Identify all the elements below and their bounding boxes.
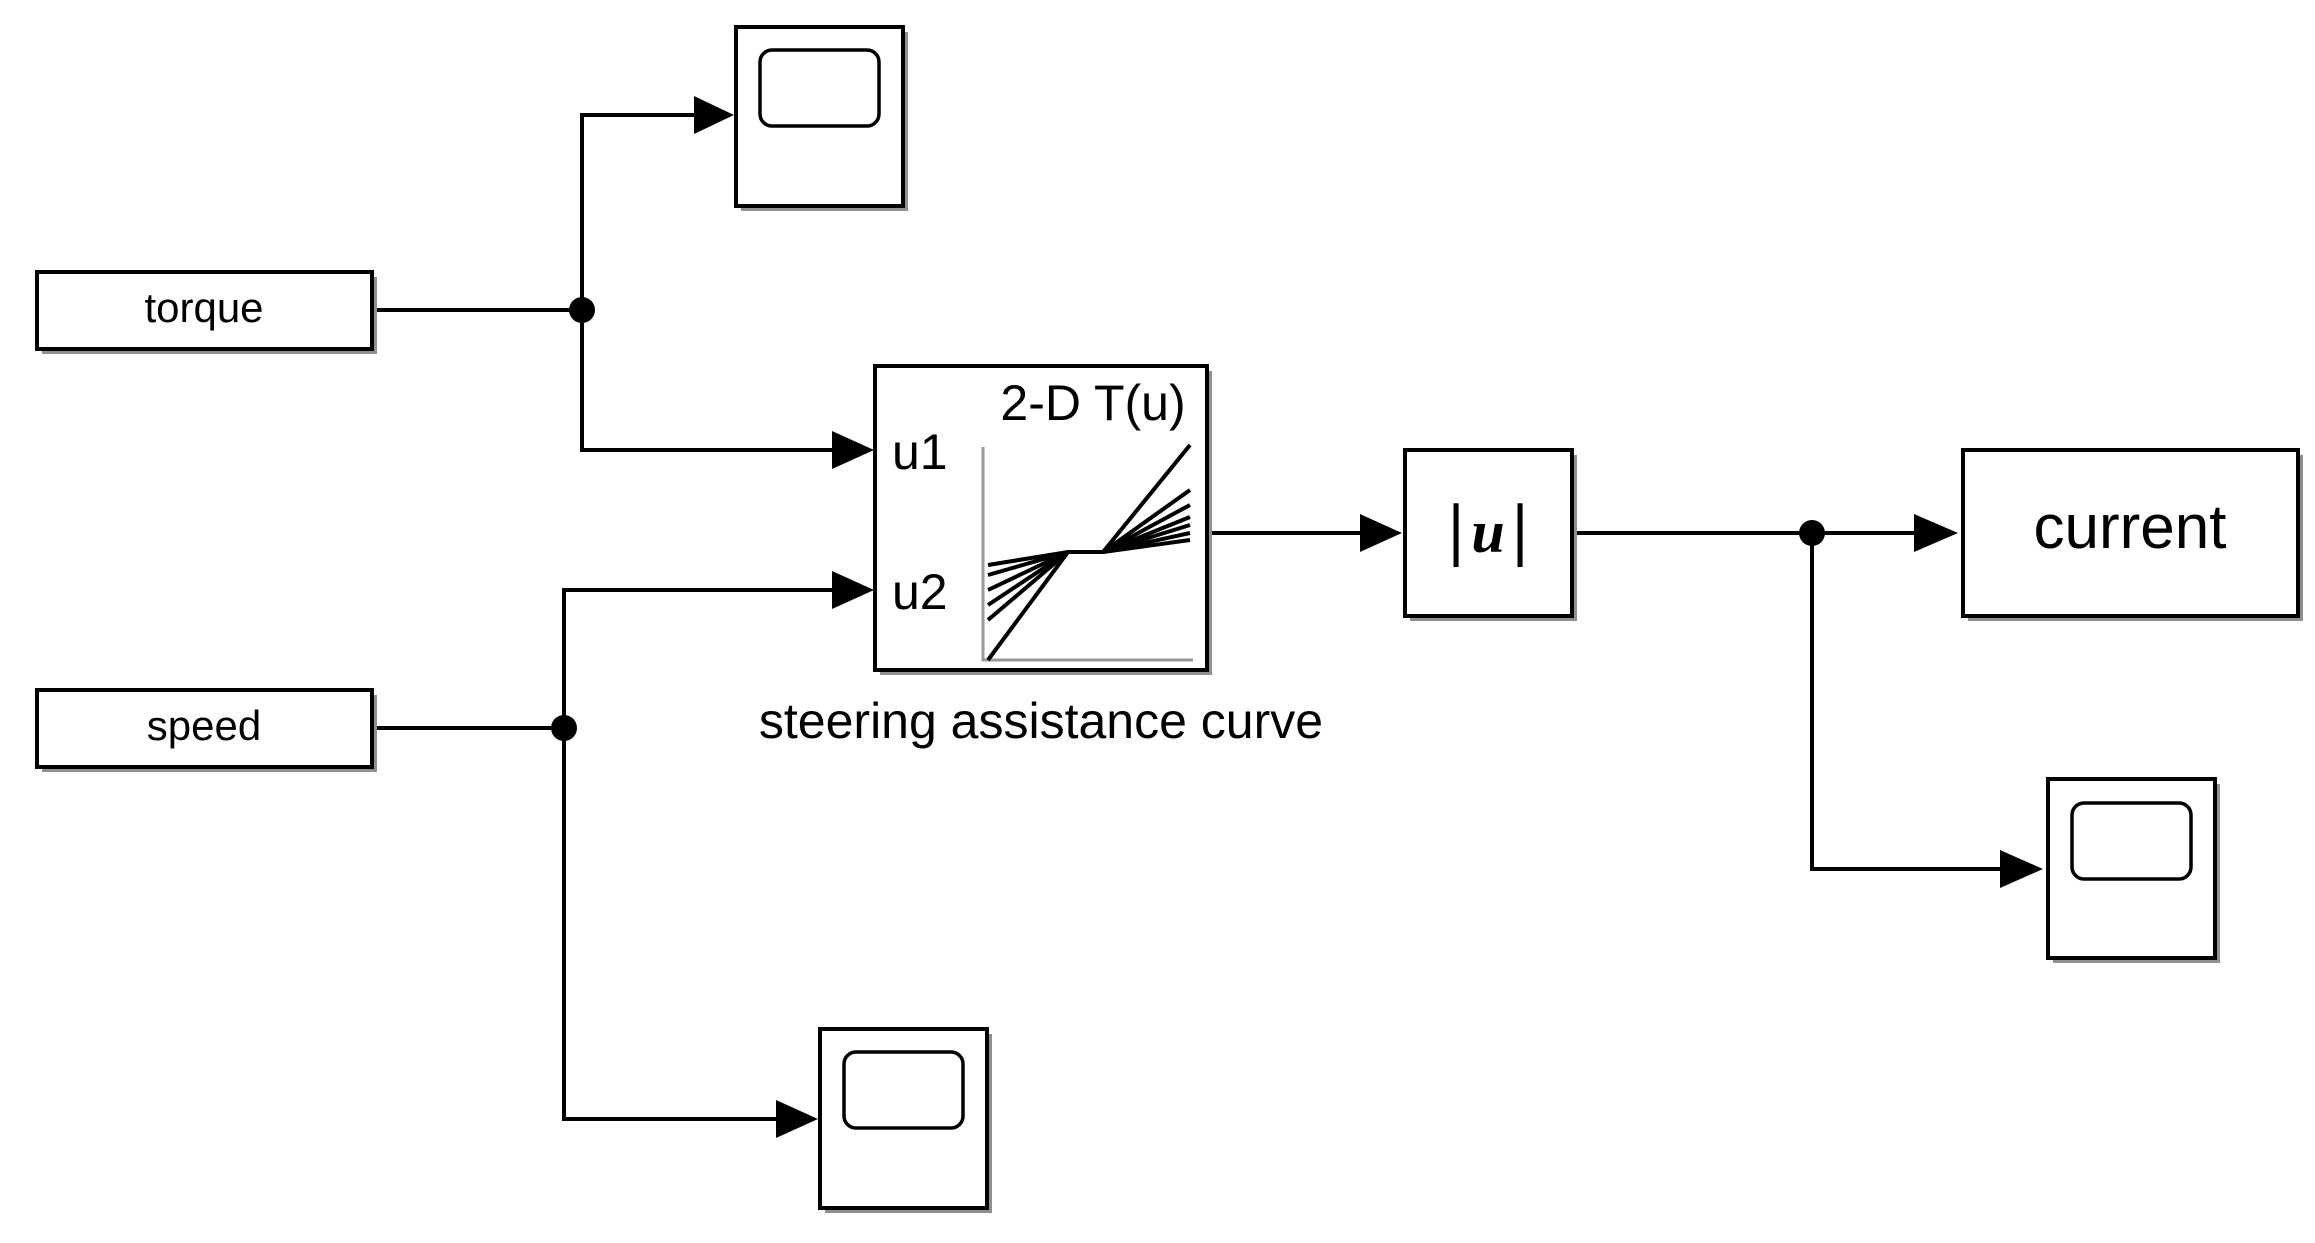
scope-block-3[interactable] [818, 1027, 992, 1213]
arrowhead-abs [1360, 514, 1402, 552]
arrowhead-scope-2 [2000, 850, 2043, 888]
wire-speed-to-scope[interactable] [562, 728, 786, 1121]
speed-input-block[interactable]: speed [35, 688, 377, 772]
wire-to-scope-2[interactable] [1810, 533, 2000, 871]
scope-block-2[interactable] [2046, 777, 2220, 963]
lookup-table-block[interactable]: 2-D T(u) u1 u2 [873, 364, 1212, 675]
current-output-block[interactable]: current [1961, 448, 2303, 621]
arrowhead-scope-3 [776, 1100, 818, 1138]
arrowhead-u1 [832, 431, 874, 469]
lookup-port-u1-label: u1 [892, 424, 948, 480]
torque-label: torque [144, 284, 263, 331]
abs-bar-right: | [1509, 494, 1531, 568]
scope-block-1[interactable] [734, 25, 908, 211]
lookup-port-u2-label: u2 [892, 564, 948, 620]
branch-point-speed[interactable] [551, 715, 577, 741]
arrowheads [694, 96, 2043, 1138]
arrowhead-current [1914, 514, 1958, 552]
arrowhead-scope-1 [694, 96, 734, 134]
wire-torque-to-scope[interactable] [580, 113, 702, 310]
arrowhead-u2 [832, 571, 874, 609]
torque-input-block[interactable]: torque [35, 270, 377, 354]
abs-bar-left: | [1445, 494, 1467, 568]
branch-points [551, 297, 1825, 741]
lookup-curve-icon [981, 443, 1193, 662]
branch-point-torque[interactable] [569, 297, 595, 323]
lookup-table-title: 2-D T(u) [1000, 375, 1185, 431]
speed-label: speed [147, 702, 261, 749]
current-label: current [2034, 493, 2227, 562]
scope-screen-icon [758, 48, 881, 128]
lookup-table-caption: steering assistance curve [759, 693, 1323, 749]
scope-screen-icon [2070, 801, 2193, 881]
abs-block[interactable]: | u | [1403, 448, 1577, 621]
wire-speed-to-u2[interactable] [562, 588, 840, 728]
branch-point-output[interactable] [1799, 520, 1825, 546]
abs-symbol: u [1471, 499, 1504, 565]
wire-torque-to-u1[interactable] [580, 310, 840, 452]
scope-screen-icon [842, 1050, 965, 1130]
signal-wires [372, 113, 2000, 1121]
